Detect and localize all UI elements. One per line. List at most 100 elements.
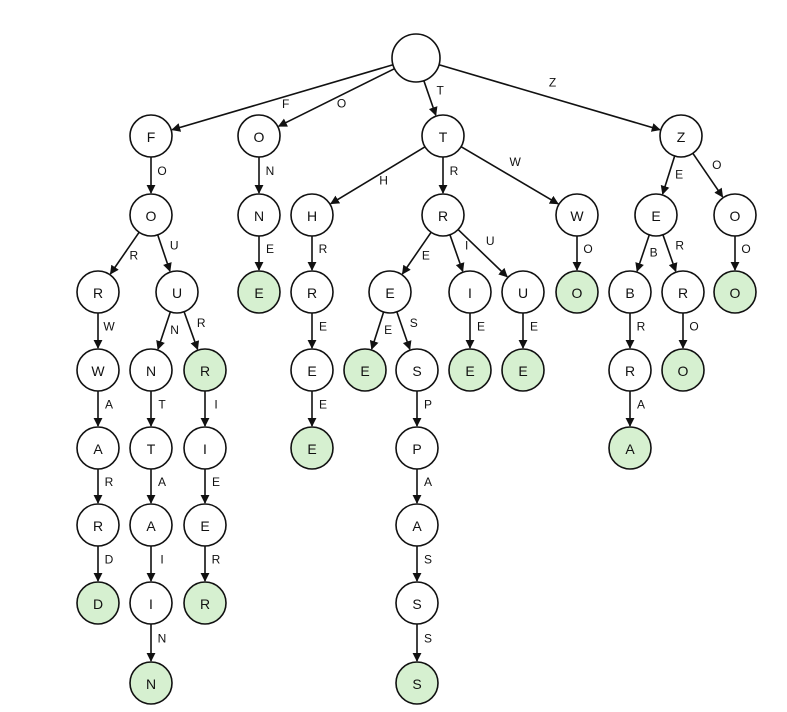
edge-label-TH-THR: R bbox=[319, 242, 328, 256]
node-FOURIER: R bbox=[183, 581, 227, 625]
node-FOUR: R bbox=[183, 348, 227, 392]
node-THR: R bbox=[290, 270, 334, 314]
node-circle-FOUR bbox=[183, 348, 227, 392]
node-label-FOURIER: R bbox=[200, 596, 210, 612]
node-TRU: U bbox=[501, 270, 545, 314]
node-F: F bbox=[129, 114, 173, 158]
edge-label-O-ON: N bbox=[266, 164, 275, 178]
node-label-O: O bbox=[254, 129, 265, 145]
node-TRE: E bbox=[368, 270, 412, 314]
node-label-ZERO: O bbox=[678, 363, 689, 379]
edge-label-root-T: T bbox=[437, 83, 445, 97]
node-ZE: E bbox=[634, 193, 678, 237]
edge-label-FOUNTA-FOUNTAI: I bbox=[160, 553, 163, 567]
edge-label-Z-ZO: O bbox=[712, 158, 721, 172]
edge-Z-ZO bbox=[692, 152, 724, 198]
node-label-TRESPASS: S bbox=[412, 676, 421, 692]
node-TWO: O bbox=[555, 270, 599, 314]
node-ZERO: O bbox=[661, 348, 705, 392]
node-circle-F bbox=[129, 114, 173, 158]
node-ZEBRA: A bbox=[608, 426, 652, 470]
node-ON: N bbox=[237, 193, 281, 237]
node-circle-TREE bbox=[343, 348, 387, 392]
edge-T-TH bbox=[330, 146, 426, 205]
edge-label-ZE-ZER: R bbox=[675, 238, 684, 252]
node-label-FORW: W bbox=[91, 363, 105, 379]
edge-label-root-O: O bbox=[337, 96, 346, 110]
edge-label-FORW-FORWA: A bbox=[105, 398, 113, 412]
node-label-TR: R bbox=[438, 208, 448, 224]
node-circle-ZERO bbox=[661, 348, 705, 392]
node-circle-TRESPAS bbox=[395, 581, 439, 625]
edge-label-THR-THRE: E bbox=[319, 320, 327, 334]
edge-TRE-TRES bbox=[396, 311, 412, 351]
node-label-ZER: R bbox=[678, 285, 688, 301]
node-circle-ON bbox=[237, 193, 281, 237]
edge-label-TRESP-TRESPA: A bbox=[424, 475, 432, 489]
edge-label-FOUNT-FOUNTA: A bbox=[158, 475, 166, 489]
edge-root-F bbox=[171, 64, 394, 132]
node-FOUNTAI: I bbox=[129, 581, 173, 625]
node-root bbox=[391, 33, 441, 83]
node-label-TRI: I bbox=[468, 285, 472, 301]
edge-label-FOURI-FOURIE: E bbox=[212, 475, 220, 489]
node-circle-ZEB bbox=[608, 270, 652, 314]
node-label-ZOO: O bbox=[730, 285, 741, 301]
node-circle-FO bbox=[129, 193, 173, 237]
node-label-FOUN: N bbox=[146, 363, 156, 379]
edge-ZE-ZER bbox=[662, 234, 678, 273]
edge-TR-TRI bbox=[449, 234, 465, 273]
node-label-ZEB: B bbox=[625, 285, 634, 301]
node-TW: W bbox=[555, 193, 599, 237]
node-TRIE: E bbox=[448, 348, 492, 392]
node-label-ONE: E bbox=[254, 285, 263, 301]
node-circle-TRUE bbox=[501, 348, 545, 392]
node-THRE: E bbox=[290, 348, 334, 392]
edge-label-FOU-FOUR: R bbox=[197, 316, 206, 330]
node-circle-FOU bbox=[155, 270, 199, 314]
node-circle-FOUNT bbox=[129, 426, 173, 470]
node-circle-Z bbox=[659, 114, 703, 158]
edge-label-FOUNTAI-FOUNTAIN: N bbox=[158, 632, 167, 646]
node-label-FOUR: R bbox=[200, 363, 210, 379]
node-label-TREE: E bbox=[360, 363, 369, 379]
node-FOUN: N bbox=[129, 348, 173, 392]
edge-label-FO-FOR: R bbox=[130, 248, 139, 262]
edge-label-TR-TRE: E bbox=[422, 248, 430, 262]
node-label-FOR: R bbox=[93, 285, 103, 301]
node-label-TRESP: P bbox=[412, 441, 421, 457]
edge-label-FOUN-FOUNT: T bbox=[158, 398, 166, 412]
node-ZO: O bbox=[713, 193, 757, 237]
node-TR: R bbox=[421, 193, 465, 237]
node-T: T bbox=[421, 114, 465, 158]
edge-label-FOURIE-FOURIER: R bbox=[212, 553, 221, 567]
node-label-ZE: E bbox=[651, 208, 660, 224]
node-circle-FOURIER bbox=[183, 581, 227, 625]
edge-FO-FOU bbox=[156, 234, 172, 273]
node-circle-FOUNTAIN bbox=[129, 661, 173, 705]
node-circle-FORW bbox=[76, 348, 120, 392]
edge-label-TR-TRU: U bbox=[486, 234, 495, 248]
node-circle-ZEBRA bbox=[608, 426, 652, 470]
node-circle-TR bbox=[421, 193, 465, 237]
node-circle-TRU bbox=[501, 270, 545, 314]
node-label-THR: R bbox=[307, 285, 317, 301]
node-TRESPA: A bbox=[395, 503, 439, 547]
node-FOUNTA: A bbox=[129, 503, 173, 547]
node-FOURI: I bbox=[183, 426, 227, 470]
node-circle-TRESPA bbox=[395, 503, 439, 547]
edge-T-TW bbox=[460, 145, 559, 205]
edge-Z-ZE bbox=[660, 155, 676, 195]
node-FORWAR: R bbox=[76, 503, 120, 547]
node-label-TRES: S bbox=[412, 363, 421, 379]
node-label-TH: H bbox=[307, 208, 317, 224]
node-circle-ONE bbox=[237, 270, 281, 314]
node-circle-TW bbox=[555, 193, 599, 237]
node-label-FO: O bbox=[146, 208, 157, 224]
node-label-FOUNTAIN: N bbox=[146, 676, 156, 692]
node-TRUE: E bbox=[501, 348, 545, 392]
node-circle-ZE bbox=[634, 193, 678, 237]
